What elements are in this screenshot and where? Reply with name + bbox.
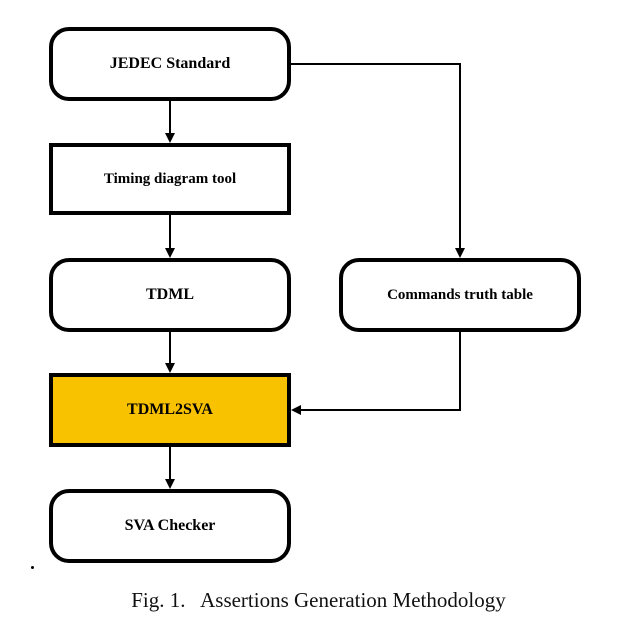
node-timing-diagram-tool-label: Timing diagram tool — [103, 170, 237, 187]
node-tdml2sva-label: TDML2SVA — [127, 401, 213, 418]
node-sva-checker: SVA Checker — [49, 489, 291, 563]
node-commands-truth-table-label: Commands truth table — [387, 286, 533, 303]
node-jedec-standard-label: JEDEC Standard — [109, 55, 231, 72]
node-commands-truth-table: Commands truth table — [339, 258, 581, 332]
node-jedec-standard: JEDEC Standard — [49, 27, 291, 101]
node-timing-diagram-tool: Timing diagram tool — [49, 143, 291, 215]
arrow-jedec-to-truth-table — [291, 63, 465, 258]
node-tdml-label: TDML — [146, 286, 194, 303]
node-tdml2sva: TDML2SVA — [49, 373, 291, 447]
node-sva-checker-label: SVA Checker — [124, 517, 216, 534]
stray-dot — [31, 566, 34, 569]
node-tdml: TDML — [49, 258, 291, 332]
figure-caption: Fig. 1. Assertions Generation Methodolog… — [131, 588, 506, 612]
arrow-truth-table-to-tdml2sva — [291, 332, 461, 415]
